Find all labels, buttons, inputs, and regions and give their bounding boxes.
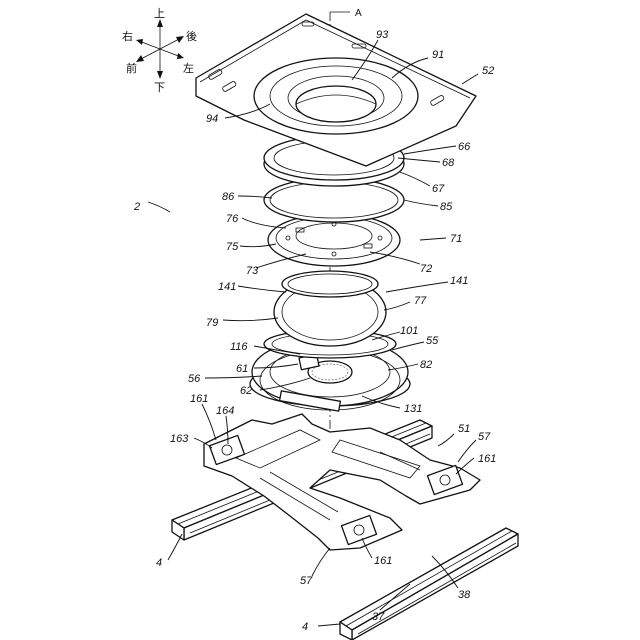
- label-57-right: 57: [478, 431, 491, 443]
- label-67: 67: [432, 183, 445, 195]
- label-55: 55: [426, 335, 439, 347]
- label-94: 94: [206, 113, 218, 125]
- label-72: 72: [420, 263, 432, 275]
- label-141-left: 141: [218, 281, 236, 293]
- label-161-right: 161: [478, 453, 496, 465]
- axis-label: A: [355, 8, 362, 19]
- label-161-top: 161: [190, 393, 208, 405]
- label-164: 164: [216, 405, 234, 417]
- label-161-bottom: 161: [374, 555, 392, 567]
- label-57-bottom: 57: [300, 575, 313, 587]
- label-56: 56: [188, 373, 201, 385]
- compass-down-label: 下: [154, 81, 165, 94]
- label-76: 76: [226, 213, 239, 225]
- label-61: 61: [236, 363, 248, 375]
- compass-up-label: 上: [154, 7, 165, 20]
- top-plate: [196, 14, 476, 166]
- label-163: 163: [170, 433, 189, 445]
- label-71: 71: [450, 233, 462, 245]
- label-82: 82: [420, 359, 432, 371]
- label-93: 93: [376, 29, 389, 41]
- label-68: 68: [442, 157, 455, 169]
- label-77: 77: [414, 295, 427, 307]
- label-62: 62: [240, 385, 252, 397]
- label-101: 101: [400, 325, 418, 337]
- direction-compass: 上 下 右 後 前 左: [122, 7, 197, 94]
- label-37: 37: [372, 611, 385, 623]
- label-85: 85: [440, 201, 453, 213]
- compass-right-label: 右: [122, 29, 133, 43]
- label-73: 73: [246, 265, 259, 277]
- label-52: 52: [482, 65, 494, 77]
- label-2: 2: [133, 201, 140, 213]
- compass-front-label: 前: [126, 61, 137, 75]
- compass-rear-label: 後: [186, 29, 197, 43]
- ring-141: [282, 271, 378, 297]
- lower-bracket: [204, 414, 480, 550]
- label-86: 86: [222, 191, 235, 203]
- label-75: 75: [226, 241, 239, 253]
- label-79: 79: [206, 317, 218, 329]
- label-131: 131: [404, 403, 422, 415]
- label-38: 38: [458, 589, 471, 601]
- label-141-right: 141: [450, 275, 468, 287]
- label-4-bottom: 4: [302, 621, 308, 633]
- label-91: 91: [432, 49, 444, 61]
- label-51: 51: [458, 423, 470, 435]
- compass-left-label: 左: [183, 62, 194, 75]
- label-116: 116: [230, 341, 248, 353]
- label-66: 66: [458, 141, 471, 153]
- label-4-left: 4: [156, 557, 162, 569]
